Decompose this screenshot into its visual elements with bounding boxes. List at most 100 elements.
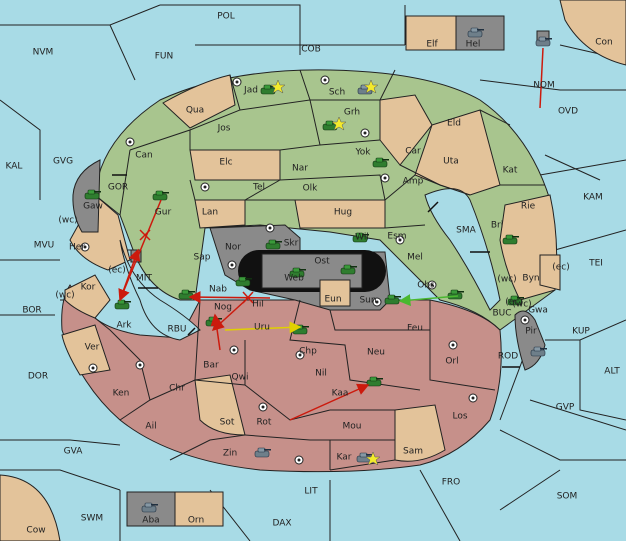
province-label-nog: Nog (214, 303, 232, 313)
sea-label-gva: GVA (64, 447, 84, 457)
coast-label-wc: (wc) (58, 216, 77, 226)
province-label-hel: Hel (466, 40, 481, 50)
sea-label-mit: MIT (136, 274, 152, 284)
sea-label-cow: Cow (26, 526, 45, 536)
province-label-can: Can (135, 151, 153, 161)
coast-label-ec: (ec) (108, 266, 126, 276)
sea-label-mvu: MVU (34, 241, 55, 251)
sea-label-swm: SWM (81, 514, 103, 524)
province-label-mou: Mou (343, 422, 362, 432)
province-label-ver: Ver (85, 343, 100, 353)
province-label-kor: Kor (81, 283, 96, 293)
province-label-amp: Amp (403, 177, 424, 187)
province-label-rie: Rie (521, 202, 536, 212)
province-label-gur: Gur (155, 208, 172, 218)
province-label-nab: Nab (209, 285, 227, 295)
province-label-qwi: Qwi (232, 373, 249, 383)
sea-label-tei: TEI (588, 259, 603, 269)
province-label-sch: Sch (329, 88, 345, 98)
sea-label-gor: GOR (108, 183, 128, 193)
province-label-mel: Mel (407, 253, 423, 263)
province-label-car: Car (405, 147, 421, 157)
sea-label-fro: FRO (442, 478, 461, 488)
province-label-zin: Zin (223, 449, 237, 459)
sea-label-kal: KAL (6, 162, 23, 172)
coast-label-ec: (ec) (505, 298, 523, 308)
province-label-hug: Hug (334, 208, 352, 218)
region-con[interactable] (559, 0, 626, 66)
province-label-ail: Ail (145, 422, 156, 432)
tan-provinces (61, 74, 561, 462)
province-label-pir: Pir (525, 327, 537, 337)
sea-label-dax: DAX (272, 519, 291, 529)
province-label-elf: Elf (426, 40, 438, 50)
region-eun[interactable] (319, 279, 351, 307)
sea-label-kam: KAM (583, 193, 603, 203)
sea-label-ovd: OVD (558, 107, 578, 117)
sea-label-alt: ALT (604, 367, 620, 377)
sea-label-dor: DOR (28, 372, 48, 382)
province-label-orn: Orn (188, 516, 204, 526)
province-label-elc: Elc (219, 158, 232, 168)
province-label-wil: Wil (355, 233, 369, 243)
sea-label-fun: FUN (155, 52, 174, 62)
region-orn[interactable] (174, 491, 224, 527)
province-label-eld: Eld (447, 119, 461, 129)
province-label-lan: Lan (202, 208, 218, 218)
sea-label-buc: BUC (492, 309, 511, 319)
province-label-aba: Aba (142, 516, 159, 526)
sea-borders (0, 4, 626, 541)
province-label-los: Los (452, 412, 467, 422)
sea-label-cob: COB (301, 45, 321, 55)
province-label-byn: Byn (522, 274, 539, 284)
province-label-rot: Rot (257, 418, 272, 428)
province-label-ark: Ark (116, 321, 132, 331)
province-label-qua: Qua (186, 106, 204, 116)
province-label-esm: Esm (387, 232, 406, 242)
coast-label-wc: (wc) (512, 300, 531, 310)
province-label-uru: Uru (254, 323, 270, 333)
sea-label-nom: NOM (533, 81, 555, 91)
province-label-chr: Chr (169, 384, 185, 394)
province-label-sot: Sot (220, 418, 235, 428)
province-label-gwa: Gwa (528, 306, 548, 316)
orders (118, 47, 544, 421)
province-label-yok: Yok (354, 148, 371, 158)
strait-arrows (112, 174, 520, 368)
province-label-sam: Sam (403, 447, 423, 457)
sea-label-som: SOM (557, 492, 578, 502)
province-label-jad: Jad (243, 86, 258, 96)
stars (270, 79, 381, 466)
sea-label-pol: POL (217, 12, 235, 22)
province-label-ken: Ken (113, 389, 130, 399)
province-label-jos: Jos (217, 124, 231, 134)
province-label-nor: Nor (225, 243, 241, 253)
sea-label-con: Con (595, 38, 613, 48)
coast-label-wc: (wc) (497, 275, 516, 285)
province-label-bar: Bar (203, 361, 219, 371)
province-label-orl: Orl (445, 357, 458, 367)
sea-label-gvg: GVG (53, 157, 73, 167)
region-pir[interactable] (514, 310, 546, 371)
region-elf[interactable] (405, 15, 457, 51)
lake-west (119, 239, 201, 341)
province-label-eun: Eun (324, 295, 341, 305)
province-label-hil: Hil (252, 300, 264, 310)
supply-centers (80, 75, 530, 465)
sea-label-bor: BOR (22, 306, 41, 316)
province-label-gaw: Gaw (83, 202, 103, 212)
province-label-feu: Feu (407, 324, 423, 334)
sea-label-nvm: NVM (33, 48, 54, 58)
province-label-nar: Nar (292, 164, 308, 174)
coast-label-wc: (wc) (55, 291, 74, 301)
province-label-chp: Chp (299, 347, 317, 357)
sea-label-sma: SMA (456, 226, 476, 236)
province-label-sun: Sun (359, 296, 376, 306)
sea-label-kup: KUP (572, 327, 590, 337)
province-label-skr: Skr (284, 239, 299, 249)
sea-label-lit: LIT (304, 487, 318, 497)
province-label-kar: Kar (337, 453, 352, 463)
province-label-bri: Bri (491, 221, 503, 231)
